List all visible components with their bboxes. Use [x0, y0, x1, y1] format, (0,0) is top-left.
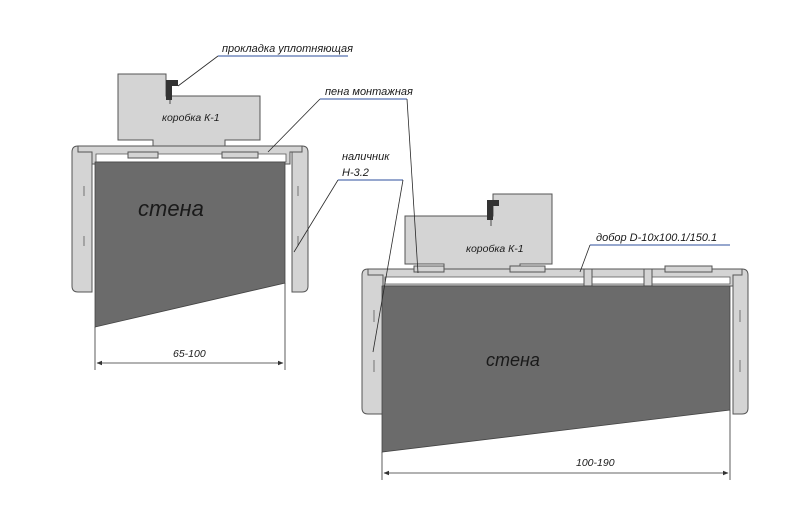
- right-ext-notch-2: [643, 268, 653, 287]
- right-box-lip-l: [413, 265, 445, 273]
- right-box-label: коробка К-1: [466, 243, 524, 255]
- left-box-lip-r: [221, 151, 259, 159]
- left-casing-left: [71, 145, 93, 293]
- left-seal-profile: [166, 80, 178, 100]
- left-casing-dashes: [83, 186, 299, 246]
- left-casing-right: [291, 145, 309, 293]
- left-wall-label: стена: [138, 196, 204, 221]
- seal-label: прокладка уплотняющая: [222, 43, 353, 55]
- foam-label: пена монтажная: [325, 86, 413, 98]
- left-assembly: 65-100 стена коробка К-1: [71, 73, 309, 370]
- left-wall: [94, 161, 286, 328]
- left-box-label: коробка К-1: [162, 112, 220, 124]
- foam-leader-left: [267, 98, 321, 153]
- right-assembly: 100-190 стена коробка К-1: [361, 193, 749, 480]
- right-dim-label: 100-190: [576, 457, 615, 469]
- callouts: прокладка уплотняющая пена монтажная нал…: [177, 43, 730, 353]
- right-wall: [381, 285, 731, 453]
- right-seal-profile: [487, 200, 499, 220]
- right-casing-dashes: [373, 310, 741, 372]
- right-door-box: [404, 193, 553, 277]
- left-dim-label: 65-100: [173, 348, 206, 360]
- right-casing-right: [732, 268, 749, 415]
- right-box-lip-r: [509, 265, 546, 273]
- extension-label: добор D-10х100.1/150.1: [596, 232, 717, 244]
- right-ext-notch-1: [583, 268, 593, 287]
- left-box-lip-l: [127, 151, 159, 159]
- right-casing-left: [361, 268, 384, 415]
- casing-code-label: Н-3.2: [342, 167, 369, 179]
- extension-leader: [579, 244, 591, 273]
- seal-leader: [177, 55, 219, 87]
- foam-leader-right: [406, 98, 419, 274]
- right-inner-gap: [384, 276, 731, 285]
- casing-leader-left: [293, 179, 339, 253]
- casing-leader-right: [372, 179, 404, 353]
- casing-label: наличник: [342, 151, 390, 163]
- right-ext-lip: [664, 265, 713, 273]
- right-wall-label: стена: [486, 350, 540, 370]
